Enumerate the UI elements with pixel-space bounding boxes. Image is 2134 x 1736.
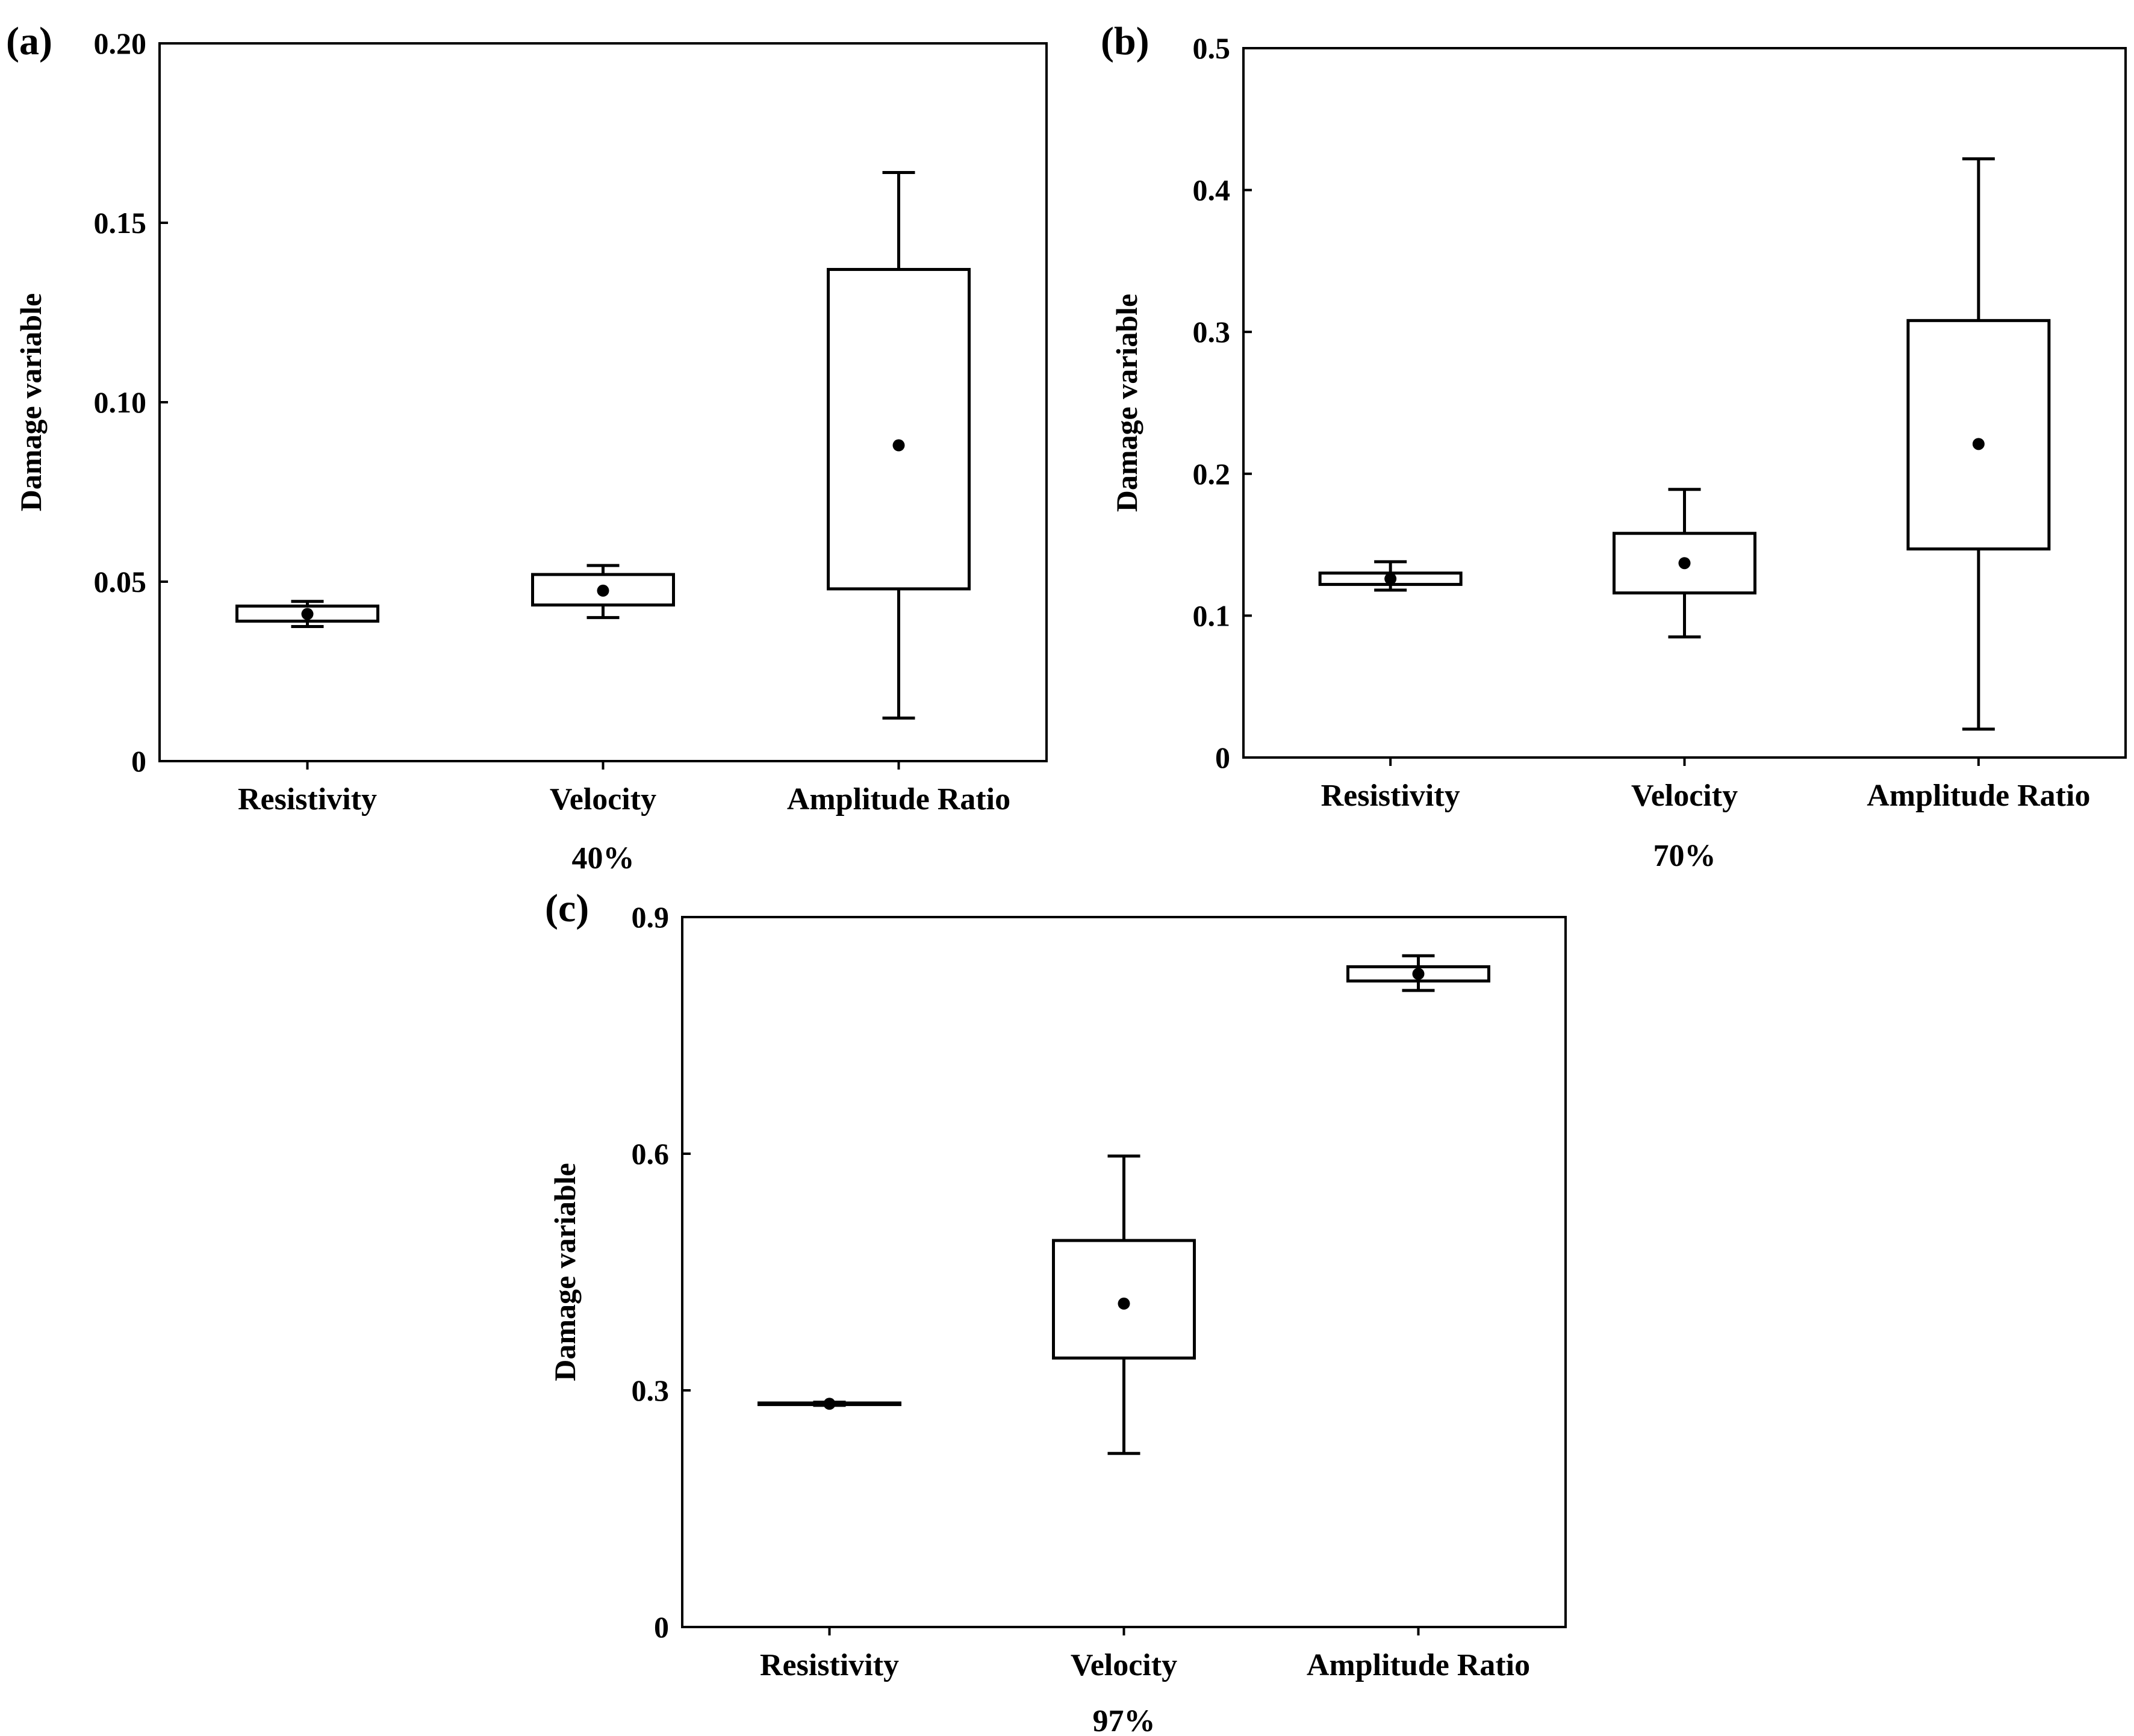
y-tick-label: 0.3 bbox=[1193, 315, 1231, 349]
mean-marker bbox=[597, 584, 609, 597]
y-axis-label: Damage variable bbox=[548, 1163, 582, 1381]
y-tick-label: 0.6 bbox=[632, 1137, 670, 1171]
y-tick-label: 0.4 bbox=[1193, 173, 1231, 207]
x-category-label: Resistivity bbox=[760, 1648, 899, 1682]
y-tick-label: 0.2 bbox=[1193, 457, 1231, 491]
mean-marker bbox=[1412, 968, 1425, 980]
y-tick-label: 0.3 bbox=[632, 1374, 670, 1407]
y-tick-label: 0.5 bbox=[1193, 31, 1231, 65]
iqr-box bbox=[1906, 319, 2051, 551]
panel-label: (b) bbox=[1101, 19, 1149, 63]
y-tick-label: 0.05 bbox=[94, 565, 147, 599]
mean-marker bbox=[823, 1398, 836, 1410]
x-category-label: Velocity bbox=[1631, 779, 1738, 813]
box-plot-2 bbox=[1906, 157, 2051, 731]
box-plot-1 bbox=[1052, 1154, 1196, 1455]
y-tick-label: 0.9 bbox=[632, 900, 670, 934]
y-tick-label: 0.1 bbox=[1193, 599, 1231, 632]
x-category-label: Velocity bbox=[550, 782, 656, 817]
x-category-label: Amplitude Ratio bbox=[1307, 1648, 1530, 1682]
y-tick-label: 0 bbox=[131, 744, 146, 778]
box-plot-1 bbox=[531, 564, 675, 620]
y-tick-label: 0.20 bbox=[94, 26, 147, 60]
condition-label: 97% bbox=[1093, 1704, 1156, 1736]
mean-marker bbox=[892, 439, 905, 452]
y-tick-label: 0 bbox=[1215, 741, 1230, 774]
x-category-label: Resistivity bbox=[238, 782, 377, 817]
mean-marker bbox=[1972, 438, 1985, 450]
iqr-box bbox=[827, 267, 971, 591]
box-plot-0 bbox=[757, 1398, 901, 1410]
box-plot-2 bbox=[1346, 954, 1490, 992]
condition-label: 70% bbox=[1653, 839, 1716, 873]
box-plot-2 bbox=[827, 171, 971, 720]
mean-marker bbox=[1384, 573, 1397, 585]
y-axis-label: Damage variable bbox=[1110, 294, 1143, 512]
panel-label: (a) bbox=[6, 19, 52, 63]
x-category-label: Amplitude Ratio bbox=[787, 782, 1010, 817]
x-category-label: Velocity bbox=[1071, 1648, 1177, 1682]
x-category-label: Resistivity bbox=[1321, 779, 1460, 813]
box-plot-1 bbox=[1613, 488, 1756, 639]
box-plot-0 bbox=[1318, 560, 1463, 592]
x-category-label: Amplitude Ratio bbox=[1867, 779, 2090, 813]
box-plot-0 bbox=[235, 600, 379, 628]
mean-marker bbox=[1118, 1297, 1130, 1310]
y-axis-label: Damage variable bbox=[14, 293, 48, 511]
condition-label: 40% bbox=[572, 841, 635, 876]
y-tick-label: 0 bbox=[654, 1610, 669, 1644]
y-tick-label: 0.10 bbox=[94, 385, 147, 419]
mean-marker bbox=[1678, 557, 1691, 570]
panel-label: (c) bbox=[545, 886, 589, 930]
y-tick-label: 0.15 bbox=[94, 206, 147, 240]
mean-marker bbox=[301, 608, 314, 620]
